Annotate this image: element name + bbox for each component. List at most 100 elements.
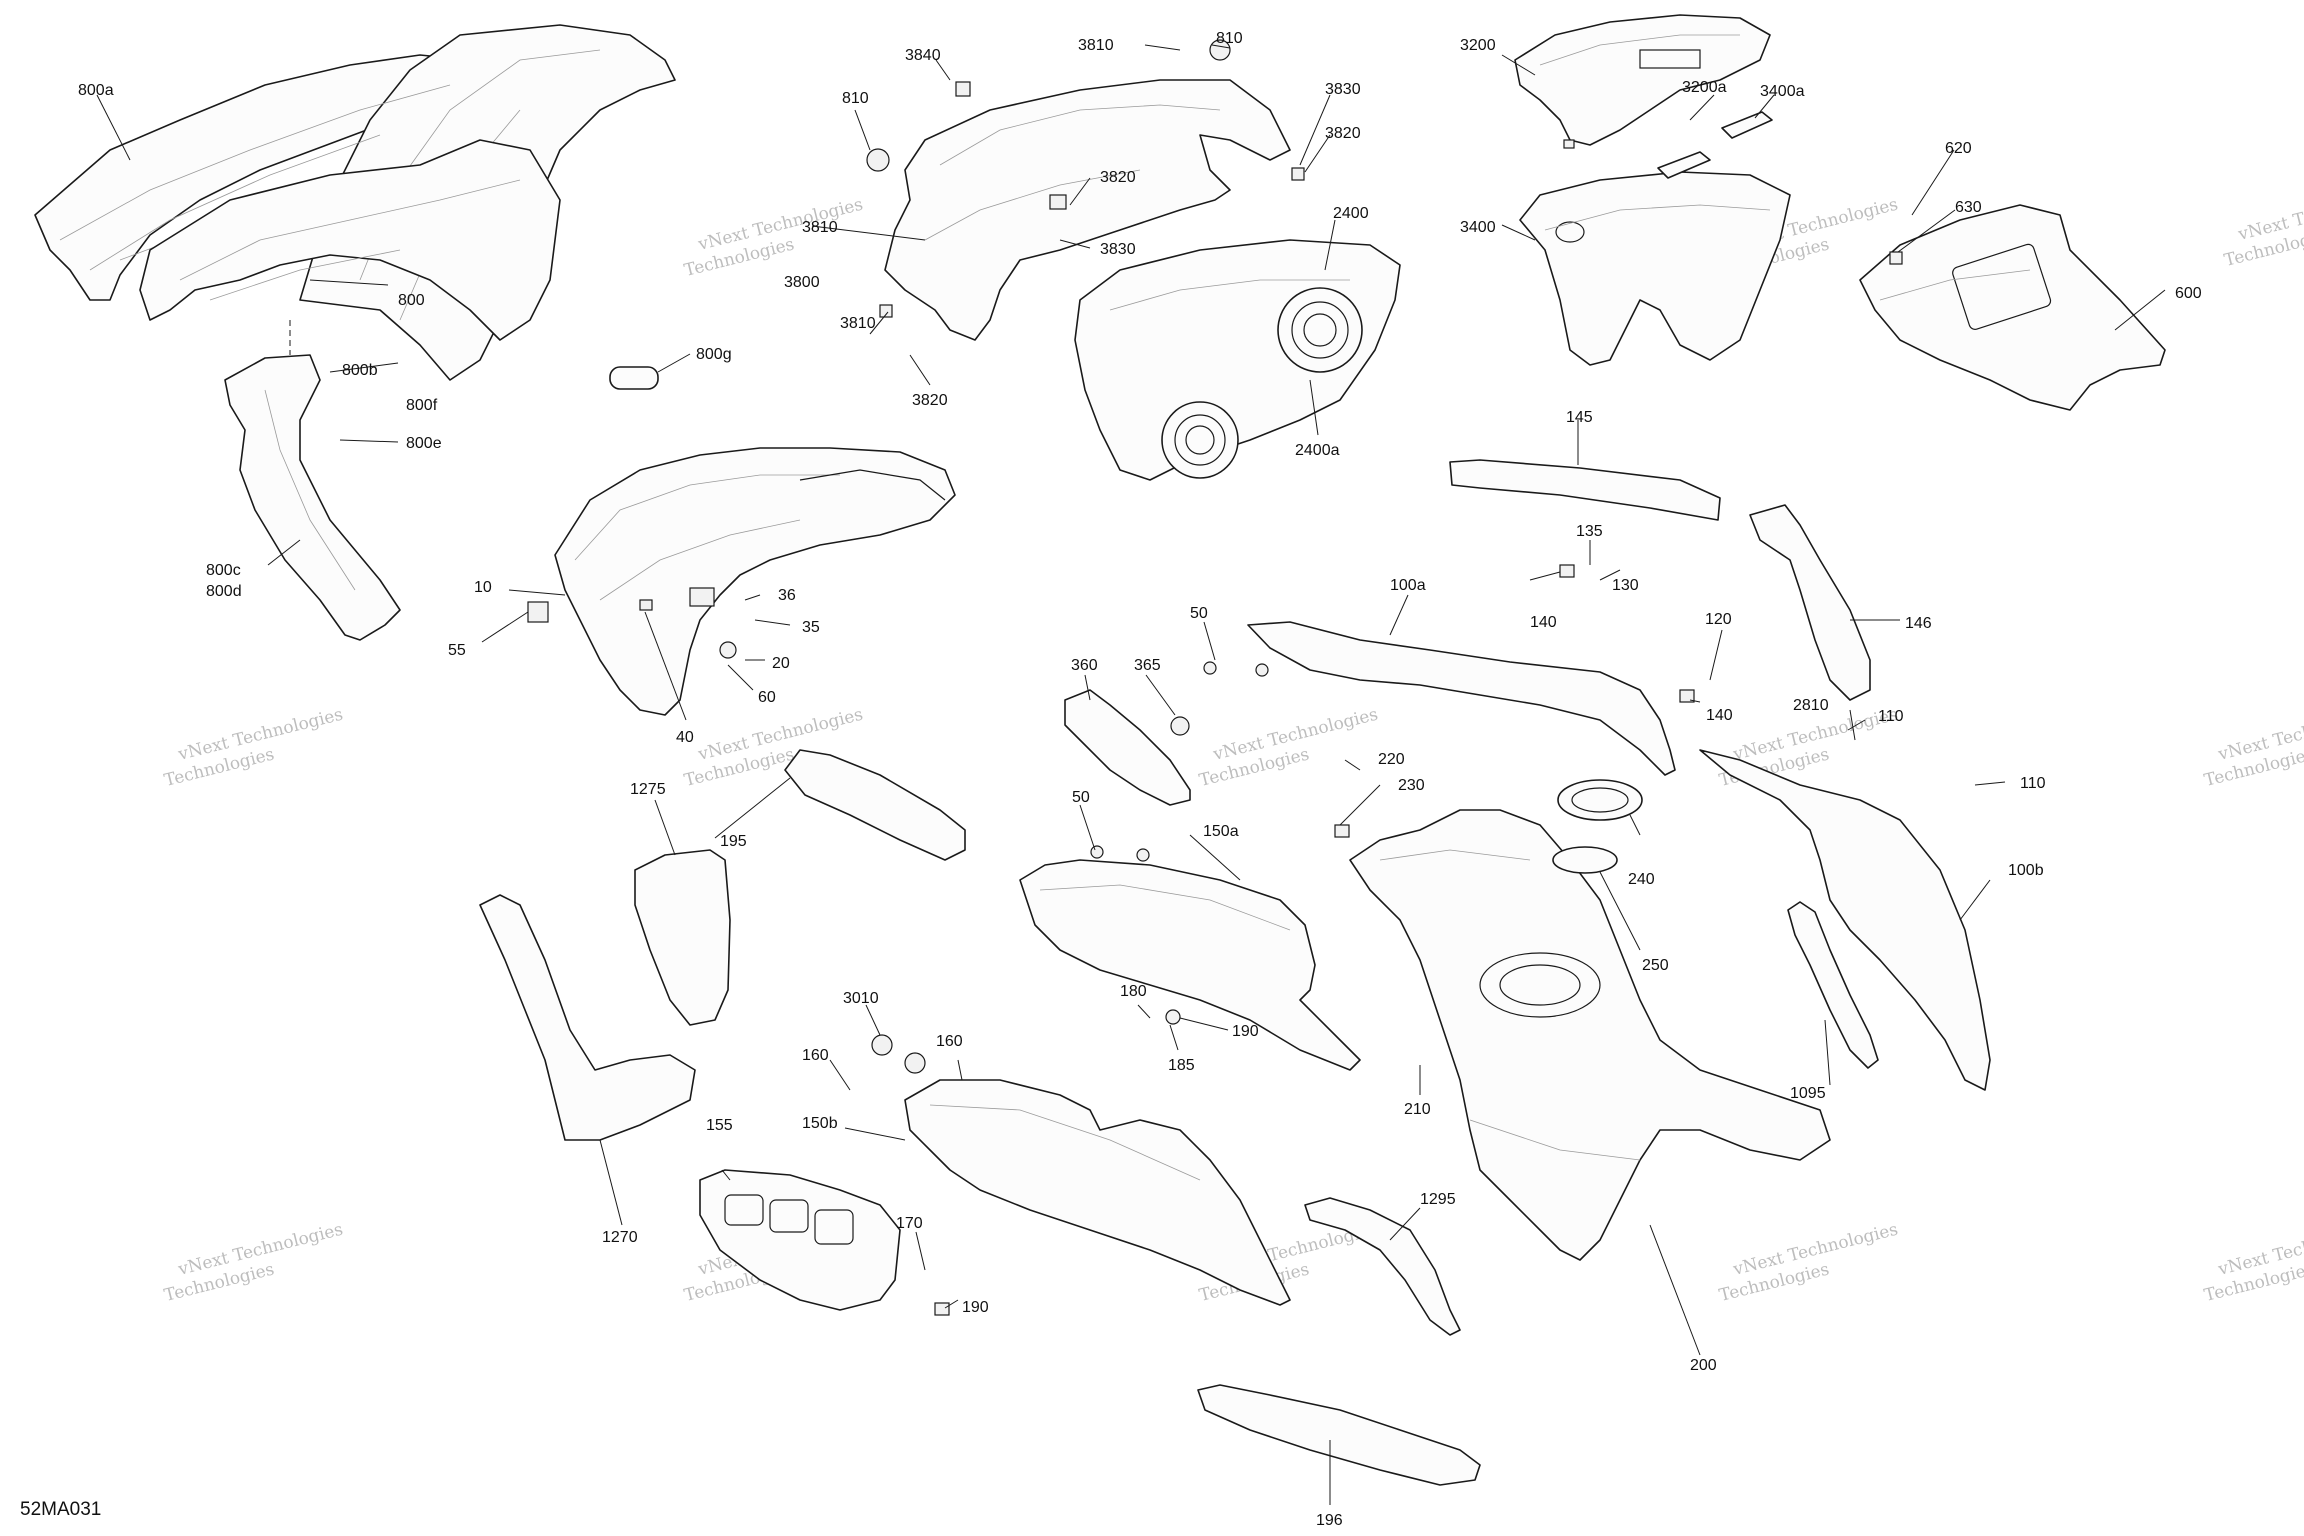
- callout-155: 155: [706, 1117, 733, 1134]
- part-pad-strip[interactable]: [1721, 111, 1773, 139]
- callout-800f: 800f: [406, 397, 438, 414]
- callout-120: 120: [1705, 611, 1732, 628]
- part-instrument-support[interactable]: [884, 79, 1291, 341]
- callout-3840: 3840: [905, 47, 941, 64]
- callout-110: 110: [1878, 708, 1904, 725]
- callout-160: 160: [802, 1047, 829, 1064]
- callout-140: 140: [1530, 614, 1557, 631]
- callout-3400: 3400: [1460, 219, 1496, 236]
- callout-150a: 150a: [1203, 823, 1239, 840]
- part-front-nose[interactable]: [554, 447, 956, 716]
- part-rear-strip[interactable]: [1787, 901, 1879, 1069]
- callout-140: 140: [1706, 707, 1733, 724]
- callout-3830: 3830: [1100, 241, 1136, 258]
- callout-210: 210: [1404, 1101, 1431, 1118]
- callout-200: 200: [1690, 1357, 1717, 1374]
- callout-3830: 3830: [1325, 81, 1361, 98]
- part-glovebox[interactable]: [1859, 204, 2166, 411]
- callout-800b: 800b: [342, 362, 378, 379]
- part-bottom-strip[interactable]: [1197, 1384, 1481, 1486]
- callout-1095: 1095: [1790, 1085, 1826, 1102]
- callout-800: 800: [398, 292, 425, 309]
- part-side-body-upper[interactable]: [1019, 859, 1361, 1071]
- part-rear-trim[interactable]: [1699, 749, 1991, 1091]
- part-storage-cover[interactable]: [1514, 14, 1771, 146]
- callout-130: 130: [1612, 577, 1639, 594]
- callout-220: 220: [1378, 751, 1405, 768]
- part-lower-strip[interactable]: [1304, 1197, 1461, 1336]
- callout-36: 36: [778, 587, 796, 604]
- callout-3820: 3820: [912, 392, 948, 409]
- diagram-code: 52MA031: [20, 1499, 101, 1520]
- part-side-body-lower[interactable]: [904, 1079, 1291, 1306]
- leader-lines: [96, 44, 2166, 1505]
- callout-40: 40: [676, 729, 694, 746]
- callout-800d: 800d: [206, 583, 242, 600]
- callout-360: 360: [1071, 657, 1098, 674]
- part-side-panel[interactable]: [139, 139, 561, 341]
- part-vent-grille[interactable]: [699, 1169, 901, 1311]
- callout-145: 145: [1566, 409, 1593, 426]
- callout-135: 135: [1576, 523, 1603, 540]
- part-knee-pad[interactable]: [634, 849, 731, 1026]
- callout-2810: 2810: [1793, 697, 1829, 714]
- callout-3200a: 3200a: [1682, 79, 1727, 96]
- callout-3800: 3800: [784, 274, 820, 291]
- callout-196: 196: [1316, 1512, 1343, 1529]
- callout-800g: 800g: [696, 346, 732, 363]
- callout-810: 810: [1216, 30, 1243, 47]
- part-fuel-ring[interactable]: [1557, 779, 1643, 821]
- callout-146: 146: [1905, 615, 1932, 632]
- part-side-trim[interactable]: [1749, 504, 1871, 701]
- part-reflector[interactable]: [609, 366, 659, 390]
- callout-230: 230: [1398, 777, 1425, 794]
- callout-35: 35: [802, 619, 820, 636]
- callout-240: 240: [1628, 871, 1655, 888]
- part-small-cover[interactable]: [1064, 689, 1191, 806]
- callout-800c: 800c: [206, 562, 241, 579]
- callout-20: 20: [772, 655, 790, 672]
- part-side-bracket[interactable]: [224, 354, 401, 641]
- callout-2400a: 2400a: [1295, 442, 1340, 459]
- callout-365: 365: [1134, 657, 1161, 674]
- callout-50: 50: [1072, 789, 1090, 806]
- part-trim-strip[interactable]: [1449, 459, 1721, 521]
- callout-810: 810: [842, 90, 869, 107]
- part-upper-trim-right[interactable]: [1247, 621, 1676, 776]
- callout-1275: 1275: [630, 781, 666, 798]
- part-rear-body[interactable]: [1349, 809, 1831, 1261]
- callout-3810: 3810: [1078, 37, 1114, 54]
- part-headlight[interactable]: [1074, 239, 1401, 481]
- callout-160: 160: [936, 1033, 963, 1050]
- callout-190: 190: [1232, 1023, 1259, 1040]
- callout-3810: 3810: [802, 219, 838, 236]
- part-pad-strip[interactable]: [1657, 151, 1711, 179]
- callout-60: 60: [758, 689, 776, 706]
- callout-150b: 150b: [802, 1115, 838, 1132]
- part-storage-box[interactable]: [1519, 171, 1791, 366]
- part-side-strip[interactable]: [784, 749, 966, 861]
- callout-620: 620: [1945, 140, 1972, 157]
- callout-180: 180: [1120, 983, 1147, 1000]
- callout-10: 10: [474, 579, 492, 596]
- callout-3200: 3200: [1460, 37, 1496, 54]
- callout-3400a: 3400a: [1760, 83, 1805, 100]
- callout-55: 55: [448, 642, 466, 659]
- callout-630: 630: [1955, 199, 1982, 216]
- callout-50: 50: [1190, 605, 1208, 622]
- callout-250: 250: [1642, 957, 1669, 974]
- callout-195: 195: [720, 833, 747, 850]
- part-left-panel[interactable]: [479, 894, 696, 1141]
- part-o-ring[interactable]: [1552, 846, 1618, 874]
- callout-100a: 100a: [1390, 577, 1426, 594]
- callout-800a: 800a: [78, 82, 114, 99]
- callout-labels: 800a 800 800b 800g 800f 800e 800c 800d 3…: [78, 30, 2202, 1529]
